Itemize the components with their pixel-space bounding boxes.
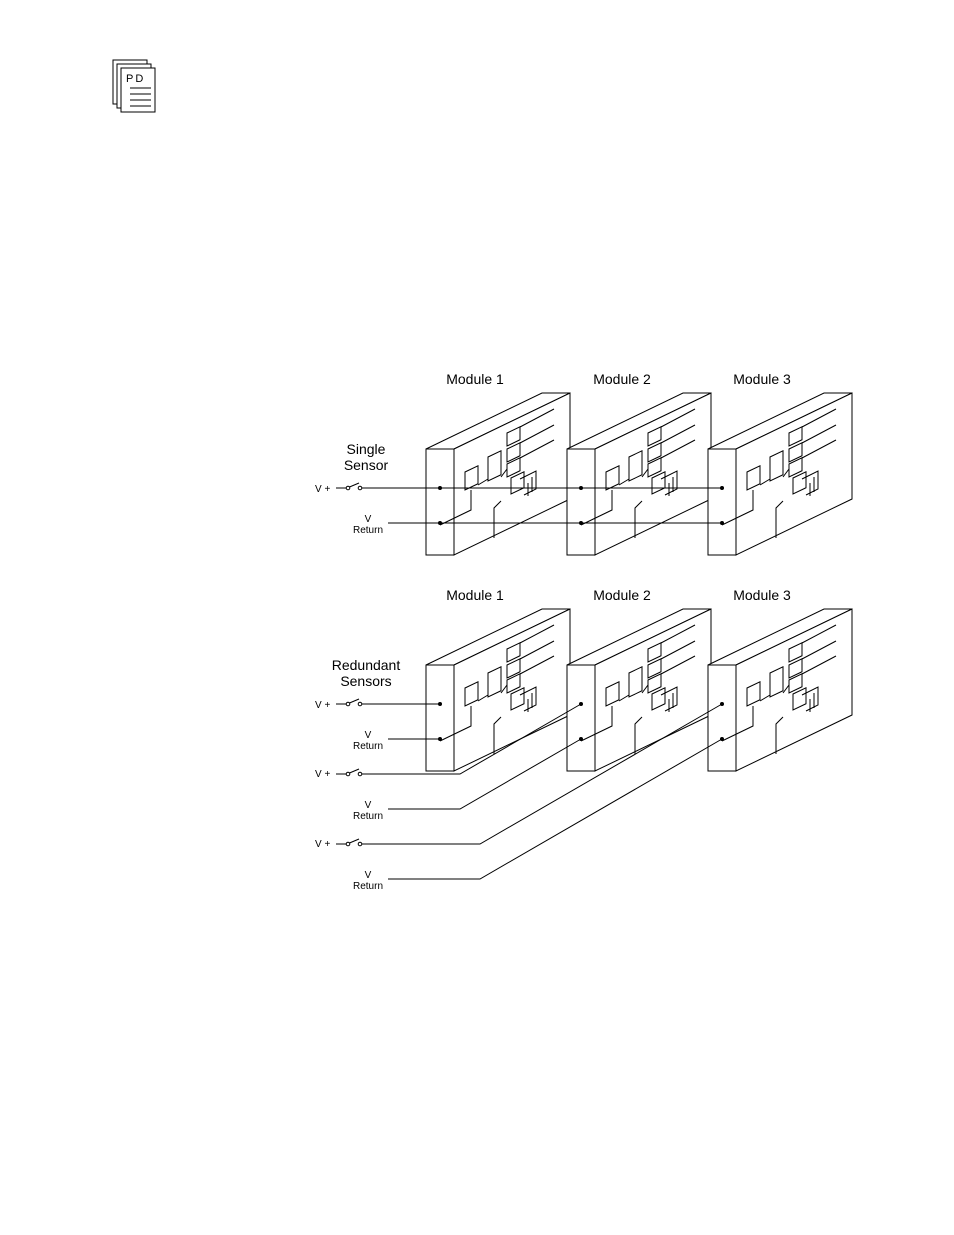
feed-2-vreturn-line2: Return [353, 811, 383, 822]
module-3 [708, 609, 852, 771]
feed-1-switch [346, 699, 362, 706]
vreturn-label-line1: V [365, 514, 372, 525]
feed-1-vreturn-line2: Return [353, 741, 383, 752]
feed-2-switch [346, 769, 362, 776]
junction-dot [438, 737, 442, 741]
module-3 [708, 393, 852, 555]
junction-dot [579, 702, 583, 706]
feed-2-vplus-label: V + [315, 769, 330, 780]
feed-3-vreturn-line1: V [365, 870, 372, 881]
module-2-label: Module 2 [593, 587, 651, 603]
module-front-face [567, 449, 595, 555]
sensor-label-line1: Single [347, 441, 386, 457]
switch-blade [350, 699, 360, 703]
vplus-label: V + [315, 484, 330, 495]
switch-blade [350, 769, 360, 773]
module-1 [426, 393, 570, 555]
junction-dot [720, 486, 724, 490]
junction-dot [438, 702, 442, 706]
module-2 [567, 393, 711, 555]
single-sensor-diagram: Module 1 Module 2 Module 3 Single Sensor… [315, 371, 852, 555]
sensor-label-line2: Sensors [340, 673, 391, 689]
junction-dot [579, 521, 583, 525]
sensor-label-line1: Redundant [332, 657, 401, 673]
switch-contact [346, 772, 350, 776]
redundant-sensors-diagram: Module 1 Module 2 Module 3 Redundant Sen… [315, 587, 852, 892]
junction-dot [438, 521, 442, 525]
feed-2-vreturn-line1: V [365, 800, 372, 811]
module-3-label: Module 3 [733, 587, 791, 603]
module-1-label: Module 1 [446, 371, 504, 387]
feed-1-vreturn-line1: V [365, 730, 372, 741]
document-icon-label: PD [126, 73, 145, 85]
switch-contact [358, 702, 362, 706]
module-front-face [426, 449, 454, 555]
module-front-face [426, 665, 454, 771]
module-3-label: Module 3 [733, 371, 791, 387]
junction-dot [720, 737, 724, 741]
switch-contact [346, 486, 350, 490]
junction-dot [720, 521, 724, 525]
sensor-switch [346, 483, 362, 490]
switch-blade [350, 839, 360, 843]
module-2 [567, 609, 711, 771]
module-2-label: Module 2 [593, 371, 651, 387]
junction-dot [579, 737, 583, 741]
switch-blade [350, 483, 360, 487]
document-icon: PD [113, 60, 155, 112]
module-front-face [708, 665, 736, 771]
module-front-face [567, 665, 595, 771]
feed-1-vplus-label: V + [315, 700, 330, 711]
junction-dot [579, 486, 583, 490]
sensor-label-line2: Sensor [344, 457, 389, 473]
switch-contact [346, 702, 350, 706]
feed-3-switch [346, 839, 362, 846]
feed-3-vplus-label: V + [315, 839, 330, 850]
junction-dot [438, 486, 442, 490]
switch-contact [346, 842, 350, 846]
feed-3-vreturn-line2: Return [353, 881, 383, 892]
module-1-label: Module 1 [446, 587, 504, 603]
switch-contact [358, 842, 362, 846]
module-1 [426, 609, 570, 771]
vreturn-label-line2: Return [353, 525, 383, 536]
switch-contact [358, 772, 362, 776]
junction-dot [720, 702, 724, 706]
module-front-face [708, 449, 736, 555]
switch-contact [358, 486, 362, 490]
